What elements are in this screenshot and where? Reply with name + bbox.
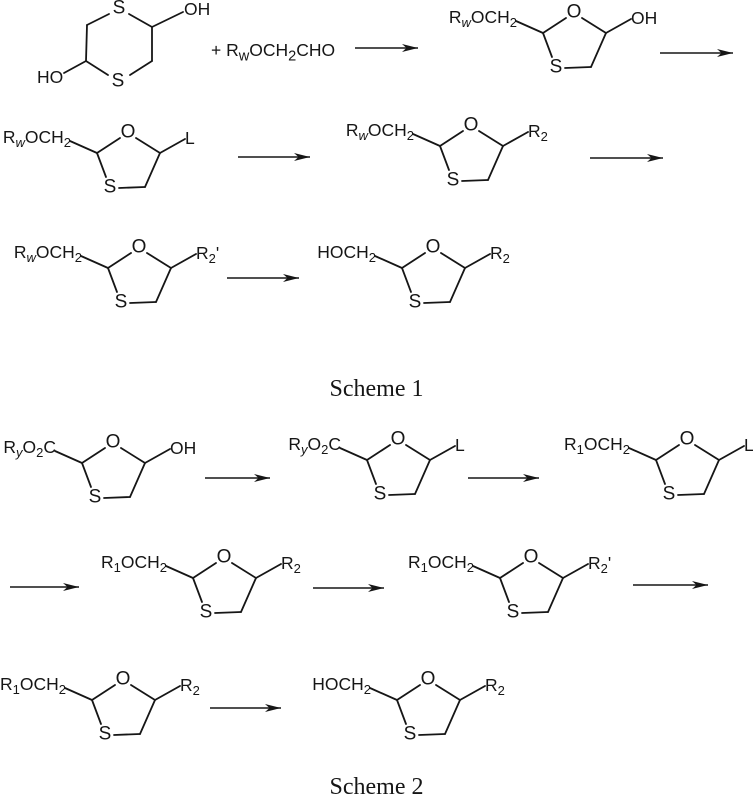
substituent-right-label: R2 xyxy=(180,675,200,698)
substituent-right-label: R2 xyxy=(490,243,510,266)
ring-sulfur-label: S xyxy=(408,291,422,313)
substituent-right-label: R2' xyxy=(588,553,612,576)
substituent-right-label: R2' xyxy=(196,243,220,266)
substituent-left-label: R1OCH2 xyxy=(0,674,66,697)
hydroxyl-label: OH xyxy=(184,0,211,19)
scheme2-caption: Scheme 2 xyxy=(329,774,424,800)
dithiane-ring-bonds xyxy=(63,11,184,76)
substituent-left-label: RyO2C xyxy=(288,434,341,457)
ring-sulfur-label: S xyxy=(112,0,126,19)
ring-oxygen-label: O xyxy=(115,668,131,690)
ring-sulfur-label: S xyxy=(506,601,520,623)
ring-oxygen-label: O xyxy=(566,1,582,23)
ring-oxygen-label: O xyxy=(523,546,539,568)
substituent-left-label: RwOCH2 xyxy=(448,7,517,30)
ring-sulfur-label: S xyxy=(446,169,460,191)
substituent-right-label: L xyxy=(185,128,195,148)
substituent-right-label: R2 xyxy=(281,553,301,576)
substituent-left-label: R1OCH2 xyxy=(408,552,474,575)
ring-oxygen-label: O xyxy=(216,546,232,568)
substituent-left-label: RwOCH2 xyxy=(345,120,414,143)
ring-sulfur-label: S xyxy=(662,483,676,505)
substituent-right-label: L xyxy=(455,435,465,455)
ring-sulfur-label: S xyxy=(373,483,387,505)
ring-oxygen-label: O xyxy=(105,431,121,453)
substituent-left-label: HOCH2 xyxy=(317,242,376,265)
substituent-left-label: RyO2C xyxy=(3,437,56,460)
substituent-right-label: OH xyxy=(170,438,197,458)
ring-sulfur-label: S xyxy=(549,56,563,78)
substituent-left-label: HOCH2 xyxy=(312,674,371,697)
ring-sulfur-label: S xyxy=(403,723,417,745)
hydroxyl-label: HO xyxy=(37,67,64,87)
substituent-right-label: R2 xyxy=(528,121,548,144)
ring-oxygen-label: O xyxy=(463,114,479,136)
ring-sulfur-label: S xyxy=(103,176,117,198)
scheme1-caption: Scheme 1 xyxy=(329,376,424,402)
substituent-left-label: RwOCH2 xyxy=(13,242,82,265)
substituent-left-label: R1OCH2 xyxy=(101,552,167,575)
substituent-right-label: OH xyxy=(631,8,658,28)
ring-oxygen-label: O xyxy=(679,428,695,450)
ring-oxygen-label: O xyxy=(420,668,436,690)
substituent-right-label: L xyxy=(744,435,753,455)
ring-oxygen-label: O xyxy=(390,428,406,450)
ring-sulfur-label: S xyxy=(111,70,125,92)
ring-sulfur-label: S xyxy=(114,291,128,313)
ring-oxygen-label: O xyxy=(120,121,136,143)
ring-sulfur-label: S xyxy=(98,723,112,745)
reagent-aldehyde-label: + RwOCH2CHO xyxy=(211,40,336,65)
substituent-right-label: R2 xyxy=(485,675,505,698)
ring-sulfur-label: S xyxy=(199,601,213,623)
ring-sulfur-label: S xyxy=(88,486,102,508)
substituent-left-label: RwOCH2 xyxy=(2,127,71,150)
substituent-left-label: R1OCH2 xyxy=(564,434,630,457)
ring-oxygen-label: O xyxy=(131,236,147,258)
ring-oxygen-label: O xyxy=(425,236,441,258)
